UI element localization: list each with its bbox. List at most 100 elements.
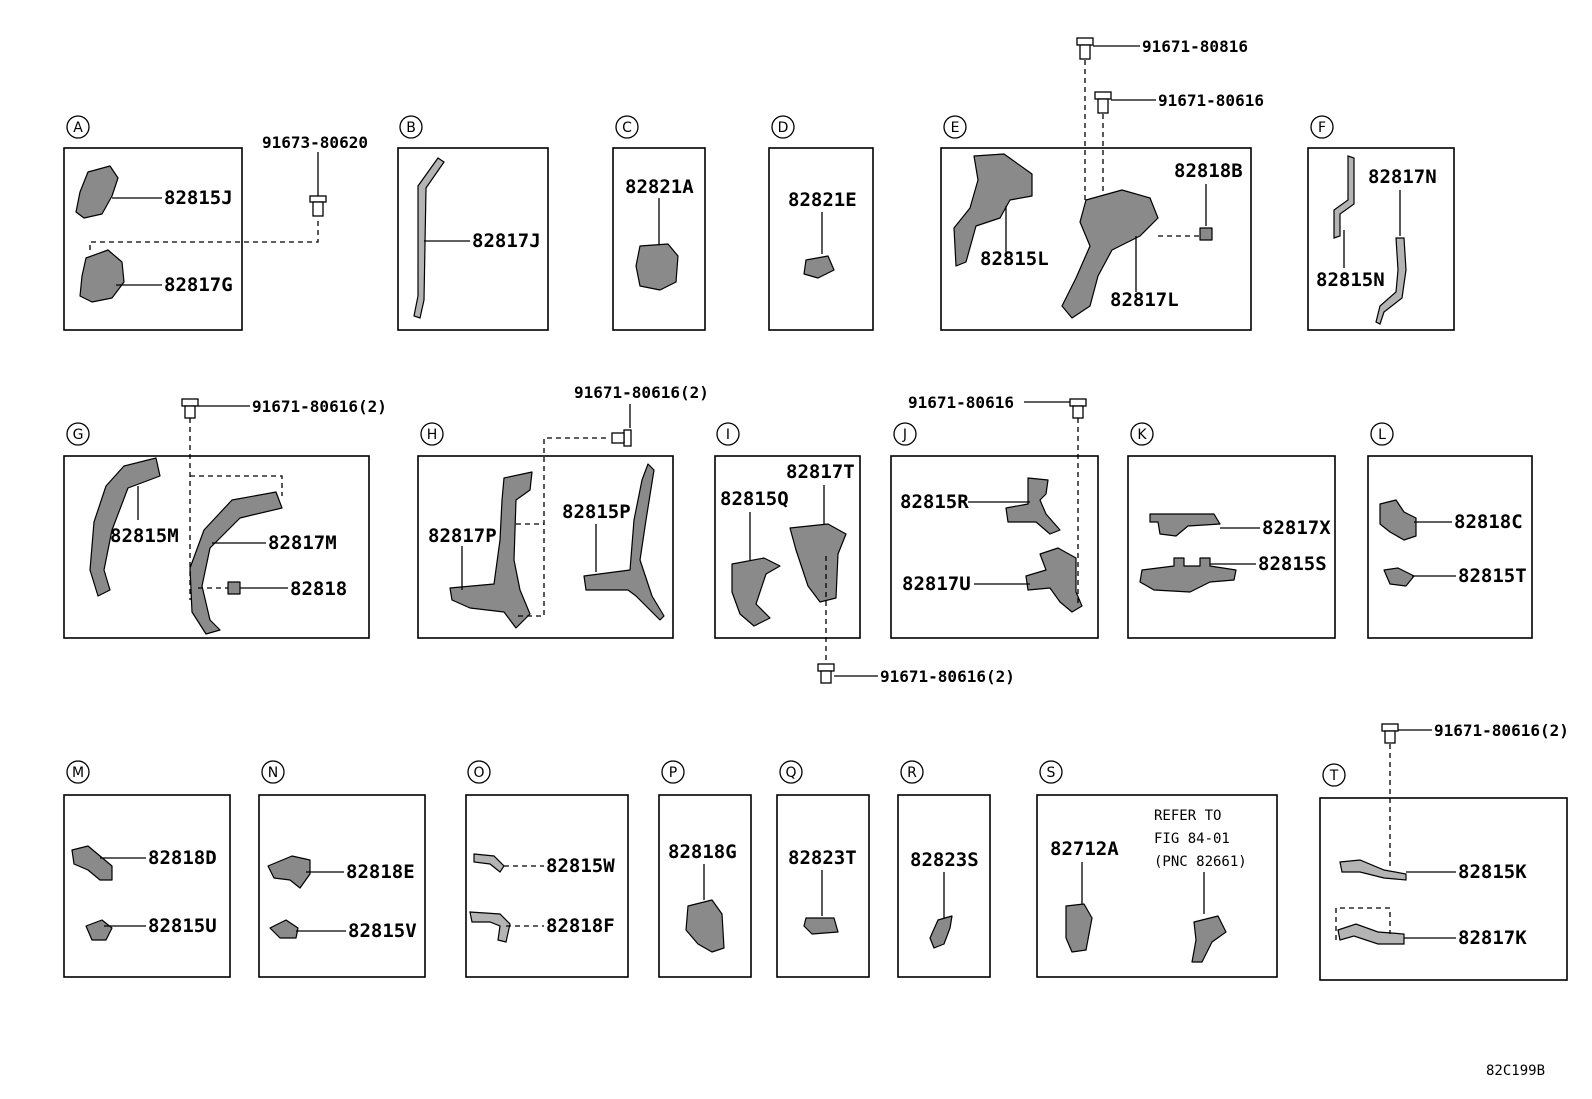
group-s: S 82712A REFER TO FIG 84-01 (PNC 82661): [1036, 760, 1278, 978]
part-label-82818[interactable]: 82818: [290, 578, 347, 600]
part-label-82817u[interactable]: 82817U: [902, 573, 971, 595]
part-label-82817m[interactable]: 82817M: [268, 532, 337, 554]
part-label-82815q[interactable]: 82815Q: [720, 488, 789, 510]
group-j: J 82815R 82817U 91671-80616: [890, 393, 1099, 639]
part-label-82818e[interactable]: 82818E: [346, 861, 415, 883]
group-letter-r: R: [907, 765, 917, 781]
part-82661-shape: [1191, 915, 1227, 963]
group-k: K 82817X 82815S: [1127, 422, 1336, 639]
part-82817x-shape: [1149, 513, 1221, 537]
group-letter-m: M: [72, 765, 84, 781]
part-label-82817t[interactable]: 82817T: [786, 461, 855, 483]
part-label-82817p[interactable]: 82817P: [428, 525, 497, 547]
group-letter-s: S: [1047, 765, 1056, 781]
part-82818e-shape: [267, 855, 311, 889]
part-label-82818b[interactable]: 82818B: [1174, 160, 1243, 182]
bolt-label-j[interactable]: 91671-80616: [908, 393, 1014, 412]
part-82818g-shape: [685, 899, 725, 953]
part-82818d-shape: [71, 845, 113, 881]
group-letter-k: K: [1137, 427, 1147, 443]
group-q: Q 82823T: [776, 760, 870, 978]
part-label-82817j[interactable]: 82817J: [472, 230, 541, 252]
bolt-label-h[interactable]: 91671-80616(2): [574, 383, 709, 402]
part-82817p-shape: [449, 471, 533, 629]
part-label-82823t[interactable]: 82823T: [788, 847, 857, 869]
group-n: N 82818E 82815V: [258, 760, 426, 978]
part-label-82815m[interactable]: 82815M: [110, 525, 179, 547]
group-e: E 82815L 82817L 82818B 91671-80816 91671…: [940, 37, 1264, 331]
part-82818-shape: [227, 581, 241, 595]
part-label-82815t[interactable]: 82815T: [1458, 565, 1527, 587]
group-a: A 82815J 82817G 91673-80620: [63, 115, 368, 331]
part-82815k-shape: [1339, 859, 1407, 881]
group-letter-e: E: [951, 120, 960, 136]
part-label-82815j[interactable]: 82815J: [164, 187, 233, 209]
bolt-label-e-upper[interactable]: 91671-80816: [1142, 37, 1248, 56]
part-label-82815l[interactable]: 82815L: [980, 248, 1049, 270]
part-82815w-shape: [473, 853, 505, 873]
group-letter-h: H: [427, 427, 438, 443]
part-82818b-shape: [1199, 227, 1213, 241]
part-82815q-shape: [731, 557, 781, 627]
part-82817k-shape: [1337, 923, 1405, 945]
part-label-82817l[interactable]: 82817L: [1110, 289, 1179, 311]
bolt-icon: [1094, 91, 1112, 114]
part-label-82821a[interactable]: 82821A: [625, 176, 694, 198]
part-82818f-shape: [469, 911, 511, 943]
part-label-82815k[interactable]: 82815K: [1458, 861, 1527, 883]
part-82815p-shape: [583, 463, 665, 621]
part-label-82815u[interactable]: 82815U: [148, 915, 217, 937]
bolt-label-e-lower[interactable]: 91671-80616: [1158, 91, 1264, 110]
part-label-82817x[interactable]: 82817X: [1262, 517, 1331, 539]
part-82815s-shape: [1139, 557, 1237, 593]
bolt-icon: [1069, 398, 1087, 419]
part-label-82818d[interactable]: 82818D: [148, 847, 217, 869]
bolt-icon: [309, 195, 327, 217]
part-label-82817g[interactable]: 82817G: [164, 274, 233, 296]
group-h: H 82817P 82815P 91671-80616(2): [417, 383, 709, 639]
group-m: M 82818D 82815U: [63, 760, 231, 978]
group-t: T 82815K 82817K 91671-80616(2): [1319, 721, 1569, 981]
group-p: P 82818G: [658, 760, 752, 978]
bolt-label-i[interactable]: 91671-80616(2): [880, 667, 1015, 686]
part-82821a-shape: [635, 243, 679, 291]
bolt-label-t[interactable]: 91671-80616(2): [1434, 721, 1569, 740]
group-letter-j: J: [902, 427, 907, 443]
group-f: F 82815N 82817N: [1307, 115, 1455, 331]
bolt-label-a[interactable]: 91673-80620: [262, 133, 368, 152]
part-82817n-shape: [1375, 237, 1407, 325]
part-label-82818g[interactable]: 82818G: [668, 841, 737, 863]
group-r: R 82823S: [897, 760, 991, 978]
bolt-icon: [1076, 37, 1094, 60]
bolt-icon: [817, 663, 835, 684]
group-letter-f: F: [1318, 120, 1326, 136]
group-g: G 82815M 82817M 82818 91671-80616(2): [63, 397, 387, 639]
part-label-82821e[interactable]: 82821E: [788, 189, 857, 211]
part-label-82815w[interactable]: 82815W: [546, 855, 615, 877]
part-label-82817k[interactable]: 82817K: [1458, 927, 1527, 949]
group-letter-c: C: [622, 120, 632, 136]
part-label-82817n[interactable]: 82817N: [1368, 166, 1437, 188]
group-letter-p: P: [669, 765, 677, 781]
part-label-82815p[interactable]: 82815P: [562, 501, 631, 523]
part-label-82712a[interactable]: 82712A: [1050, 838, 1119, 860]
group-letter-t: T: [1329, 768, 1339, 784]
group-letter-a: A: [73, 120, 83, 136]
part-82815r-shape: [1005, 477, 1061, 535]
part-label-82815r[interactable]: 82815R: [900, 491, 969, 513]
part-label-82815n[interactable]: 82815N: [1316, 269, 1385, 291]
part-label-82818c[interactable]: 82818C: [1454, 511, 1523, 533]
bolt-label-g[interactable]: 91671-80616(2): [252, 397, 387, 416]
group-i: I 82817T 82815Q 91671-80616(2): [714, 422, 1015, 686]
part-label-82815v[interactable]: 82815V: [348, 920, 417, 942]
part-82823s-shape: [929, 915, 953, 949]
part-82712a-shape: [1065, 903, 1093, 953]
part-label-82823s[interactable]: 82823S: [910, 849, 979, 871]
part-82817m-shape: [189, 491, 283, 635]
group-c: C 82821A: [612, 115, 706, 331]
group-letter-d: D: [778, 120, 789, 136]
part-82815l-shape: [953, 153, 1033, 267]
part-label-82818f[interactable]: 82818F: [546, 915, 615, 937]
part-label-82815s[interactable]: 82815S: [1258, 553, 1327, 575]
